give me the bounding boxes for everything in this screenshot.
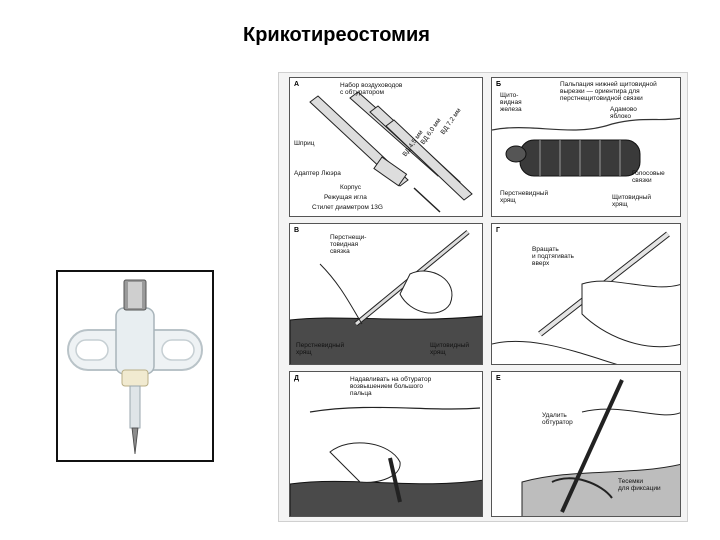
page-title: Крикотиреостомия — [243, 24, 430, 46]
label-thyroid-cartilage-b: Щитовидный хрящ — [612, 194, 652, 208]
cricothyrotomy-device-image — [67, 279, 203, 455]
label-press: Надавливать на обтуратор возвышением бол… — [350, 376, 432, 397]
airway-set-drawing — [309, 91, 473, 213]
panel-b: Б Пальпация нижней щитовидной вырезки — … — [491, 77, 681, 217]
panel-e: Е Удалить обтуратор Тесемки для фиксации — [491, 371, 681, 517]
panel-v-letter: В — [294, 227, 300, 234]
label-ties: Тесемки для фиксации — [618, 478, 661, 492]
label-cutting-needle: Режущая игла — [324, 194, 367, 201]
rotate-drawing — [492, 231, 680, 364]
label-thyroid-gland: Щито- видная железа — [500, 92, 522, 113]
panel-a-letter: А — [294, 81, 300, 88]
panel-d-letter: Д — [294, 375, 299, 382]
panel-b-letter: Б — [496, 81, 502, 88]
needle-insertion-drawing — [290, 230, 482, 364]
label-vocal-cords: Голосовые связки — [632, 170, 665, 184]
larynx-drawing — [492, 117, 680, 177]
label-ligament: Перстнещи- товидная связка — [330, 234, 367, 255]
label-thyroid-v: Щитовидный хрящ — [430, 342, 470, 356]
label-adams-apple: Адамово яблоко — [610, 106, 637, 120]
illustration-plate: А Набор воздуховодов с обтуратором Шприц… — [278, 72, 688, 522]
label-remove-obturator: Удалить обтуратор — [542, 412, 573, 426]
label-cricoid-b: Перстневидный хрящ — [500, 190, 549, 204]
panel-v: В Перстнещи- товидная связка Перстневидн… — [289, 223, 483, 365]
device-photo — [56, 270, 214, 462]
label-luer-adapter: Адаптер Люэра — [294, 170, 341, 177]
label-palpation: Пальпация нижней щитовидной вырезки — ор… — [560, 81, 657, 102]
panel-a: А Набор воздуховодов с обтуратором Шприц… — [289, 77, 483, 217]
remove-obturator-drawing — [521, 379, 680, 516]
panel-g: Г Вращать и подтягивать вверх — [491, 223, 681, 365]
label-airway-set: Набор воздуховодов с обтуратором — [340, 82, 403, 96]
panel-g-letter: Г — [496, 227, 500, 234]
panel-e-letter: Е — [496, 375, 501, 382]
panel-d: Д Надавливать на обтуратор возвышением б… — [289, 371, 483, 517]
label-stylet: Стилет диаметром 13G — [312, 204, 383, 211]
label-cricoid-v: Перстневидный хрящ — [296, 342, 345, 356]
press-obturator-drawing — [290, 406, 482, 516]
label-rotate: Вращать и подтягивать вверх — [532, 246, 574, 267]
label-syringe: Шприц — [294, 140, 315, 147]
label-body: Корпус — [340, 184, 361, 191]
